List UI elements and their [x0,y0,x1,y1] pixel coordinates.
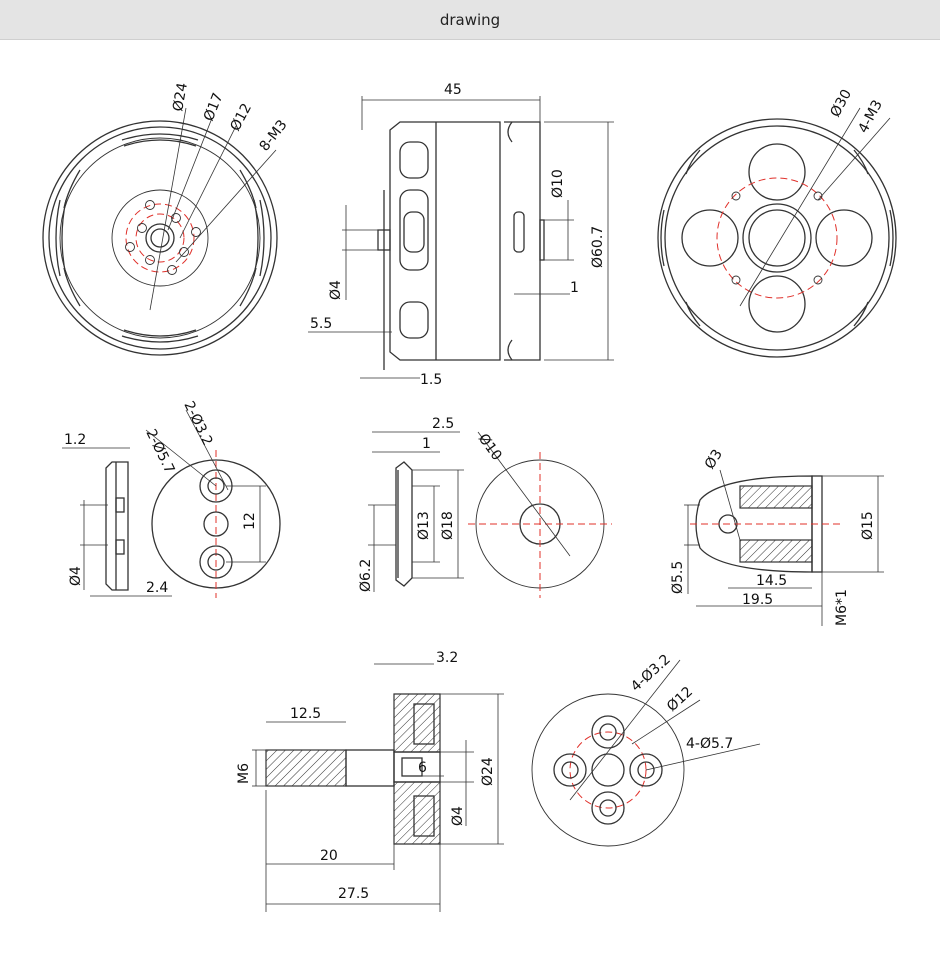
motor-back-view: Ø30 4-M3 [657,87,897,358]
label-side-55: 5.5 [310,316,332,332]
label-plate-12b: 12 [242,512,258,530]
label-adp-m6: M6 [236,763,252,784]
label-adp-d4: Ø4 [450,806,466,826]
label-front-8m3: 8-M3 [257,117,291,154]
label-nut-m6: M6*1 [834,589,850,626]
label-adp-4d57: 4-Ø5.7 [686,736,733,752]
motor-front-view: Ø24 Ø17 Ø12 8-M3 [42,81,291,356]
label-back-d30: Ø30 [827,87,855,120]
label-adp-d12: Ø12 [664,684,696,715]
label-side-d4: Ø4 [328,280,344,300]
label-side-45: 45 [444,82,462,98]
label-plate-d4: Ø4 [68,566,84,586]
label-front-d12: Ø12 [227,101,255,134]
label-washer-d10: Ø10 [475,431,505,464]
label-adp-4d32: 4-Ø3.2 [628,651,674,695]
label-washer-1: 1 [422,436,431,452]
label-washer-d13: Ø13 [416,511,432,540]
label-nut-d3: Ø3 [702,447,726,472]
label-adp-20: 20 [320,848,338,864]
motor-side-view: 45 Ø60.7 Ø10 1 Ø4 5.5 1.5 [308,82,614,388]
label-plate-24: 2.4 [146,580,168,596]
label-side-1: 1 [570,280,579,296]
label-side-15: 1.5 [420,372,442,388]
prop-nut-view: Ø3 Ø15 Ø5.5 14.5 19.5 M6*1 [670,447,884,626]
label-adp-275: 27.5 [338,886,369,902]
label-adp-6: 6 [418,760,427,776]
label-washer-d18: Ø18 [440,511,456,540]
label-nut-d55: Ø5.5 [670,561,686,594]
label-front-d24: Ø24 [170,81,191,112]
window-title-bar: drawing [0,0,940,40]
label-adp-32: 3.2 [436,650,458,666]
label-washer-d62: Ø6.2 [358,559,374,592]
washer-view: 2.5 1 Ø13 Ø18 Ø6.2 Ø10 [358,416,612,598]
technical-drawing: Ø24 Ø17 Ø12 8-M3 45 Ø60.7 Ø10 1 [42,81,897,912]
label-nut-d15: Ø15 [860,511,876,540]
label-side-d10: Ø10 [550,169,566,198]
label-side-d607: Ø60.7 [590,226,606,268]
shaft-adapter-view: 3.2 12.5 M6 6 Ø4 Ø24 20 27.5 [236,650,761,912]
label-back-4m3: 4-M3 [855,98,886,136]
label-plate-12: 1.2 [64,432,86,448]
label-adp-125: 12.5 [290,706,321,722]
label-front-d17: Ø17 [201,91,227,124]
label-nut-195: 19.5 [742,592,773,608]
label-plate-2d32: 2-Ø3.2 [180,399,215,448]
drawing-canvas: Ø24 Ø17 Ø12 8-M3 45 Ø60.7 Ø10 1 [0,40,940,967]
label-adp-d24: Ø24 [480,757,496,786]
prop-plate-view: 1.2 Ø4 2.4 2-Ø5.7 2-Ø3.2 12 [62,399,281,598]
window-title: drawing [439,10,501,29]
label-washer-25: 2.5 [432,416,454,432]
label-nut-145: 14.5 [756,573,787,589]
